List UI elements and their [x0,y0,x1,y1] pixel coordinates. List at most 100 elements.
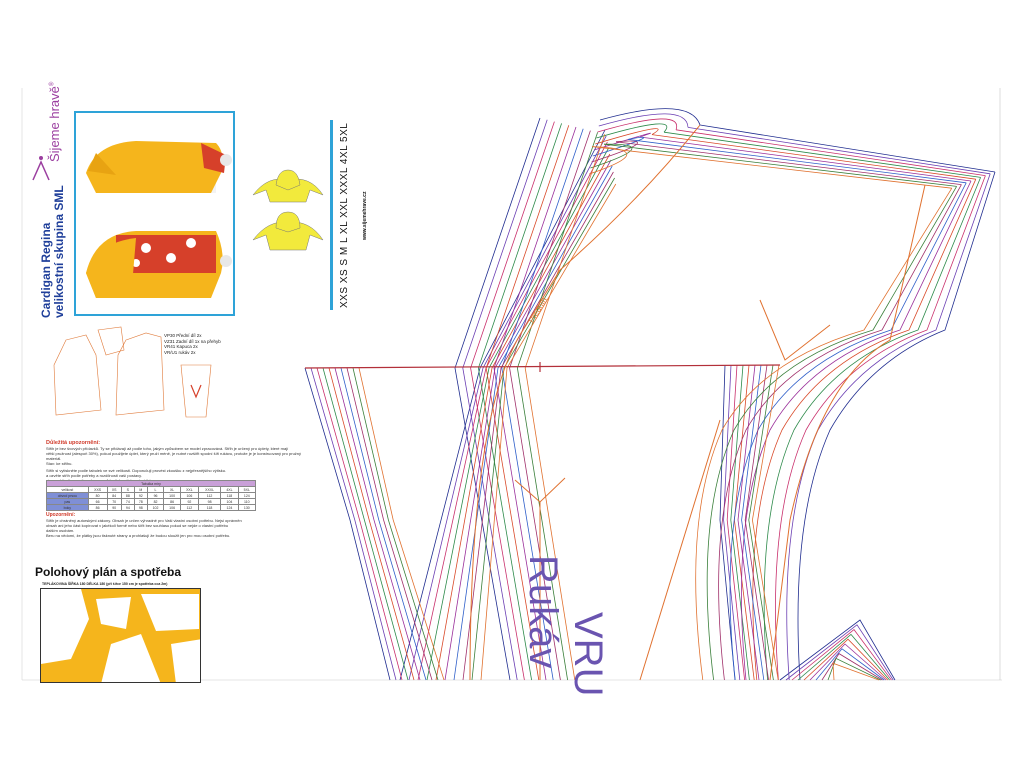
cuff-contour-line [832,662,879,681]
copyright-line: dalším osobám. [46,528,75,533]
cuff-contour-line [779,619,896,681]
shoulder-line [615,141,962,185]
grainline [304,364,781,369]
cuff-contour-line [803,638,889,681]
piece-item: VR41 Kapuca 2x [164,344,198,349]
neckline-curve [589,146,628,175]
layout-plan-icon [41,589,200,682]
notice-line: a ozvěte střih podle potřeby a rozdílnos… [46,473,142,478]
copyright-line: Beru na vědomí, že plátky jsou tisknuté … [46,533,231,538]
table-cell: 118 [197,504,222,511]
cuff-contour-line [827,657,881,681]
table-cell: 86 [87,504,108,511]
shoulder-line [591,146,952,189]
shoulder-line [699,124,996,173]
shoulder-line [675,129,986,176]
piece-item: VP30 Přední díl 2x [164,333,202,338]
front-contour-line [485,125,570,681]
size-bar [330,120,333,310]
side-seam-line [408,135,607,681]
hood-contour-line [316,367,403,681]
hood-contour-line [346,367,433,681]
side-seam-line [453,165,613,681]
notice-line: Střih si vytiskněte podle tabulek ve své… [46,468,227,473]
shoulder-line [603,143,957,187]
sleeve-contour-line [730,364,750,681]
hood-contour-line [322,367,409,681]
table-cell: 106 [163,504,181,511]
product-title-line2: velikostní skupina SML [52,185,66,318]
armhole-line [752,179,977,681]
shoulder-line [627,139,967,184]
sleeve-name-label: Rukáv [521,555,565,669]
hood-contour-line [352,367,439,681]
side-seam-line [462,171,614,681]
notice-line: Střih je bez švových přídavků. Ty se při… [46,446,289,451]
shoulder-line [639,136,972,182]
copyright-line: obsah ani jeho část kopírovat v jakékoli… [46,523,229,528]
side-seam-line [480,183,617,681]
logo-text: Šijeme hravě® [47,81,62,162]
front-contour-line [493,126,577,681]
front-contour-line [477,123,562,681]
armhole-line [775,175,986,681]
sleeve-contour-line [744,364,769,681]
table-cell: 102 [146,504,165,511]
size-list: XXS XS S M L XL XXL XXXL 4XL 5XL [339,123,350,308]
sleeve-contour-line [723,364,741,681]
cuff-contour-line [797,633,890,681]
neckline-curve [590,143,633,169]
front-contour-line [509,130,591,681]
sleeve-contour-line [748,364,774,681]
hood-contour-line [334,367,421,681]
armhole-line [763,177,981,681]
neckline-curve [592,136,644,157]
front-contour-line [516,132,598,681]
pieces-list: VP30 Přední díl 2x VZ31 Zadní díl 1x na … [164,333,221,355]
armhole-line [786,173,991,681]
sleeve-contour-line [751,364,780,681]
neckline-curve [597,118,678,133]
layout-title: Polohový plán a spotřeba [35,565,182,579]
sleeve-contour-line [719,364,736,681]
shoulder-line [687,127,991,175]
table-cell: 90 [106,504,122,511]
sleeve-contour-line [737,364,760,681]
cuff-contour-line [815,648,885,681]
cardigan-photo-icon [86,141,232,298]
notice-line: větší pružnost (alespoň 30%), pokud použ… [46,451,302,461]
copyright-line: Střih je chráněný autorskými zákony. Obs… [46,518,242,523]
shoulder-line [651,134,976,180]
armhole-line [695,187,953,681]
sleeve-contour-line [726,364,745,681]
side-seam-line [426,147,609,681]
front-contour-line [501,128,584,681]
hood-contour-line [310,367,397,681]
product-photo [74,111,235,316]
neckline-curve [595,128,659,145]
front-contour-line [454,117,541,681]
important-notice: Důležitá upozornění: Střih je bez švovýc… [46,440,316,483]
layout-subtitle: TEPLÁKOVINA ŠÍŘKA 180 DÉLKA 180 (při šíř… [42,582,168,586]
piece-item: VR/U1 rukáv 2x [164,349,196,355]
copyright-heading: Upozornění: [46,512,76,518]
table-cell: boky [46,504,89,511]
front-contour-line [462,119,548,681]
logo-mark-icon [32,156,50,181]
hood-contour-line [340,367,427,681]
copyright-notice: Upozornění: Střih je chráněný autorskými… [46,512,316,539]
armhole-line [706,186,957,681]
cuff-contour-line [821,653,883,681]
neckline-curve [598,113,689,128]
armhole-line [718,184,962,681]
front-contour-line [470,121,555,681]
product-title: Cardigan Regina velikostní skupina SML [39,185,66,318]
armhole-line [797,171,996,681]
side-seam-line [417,141,608,681]
shoulder-line [663,131,981,178]
pieces-overview-icon [53,326,212,418]
notice-line: Stav: ke střihu. [46,461,73,466]
